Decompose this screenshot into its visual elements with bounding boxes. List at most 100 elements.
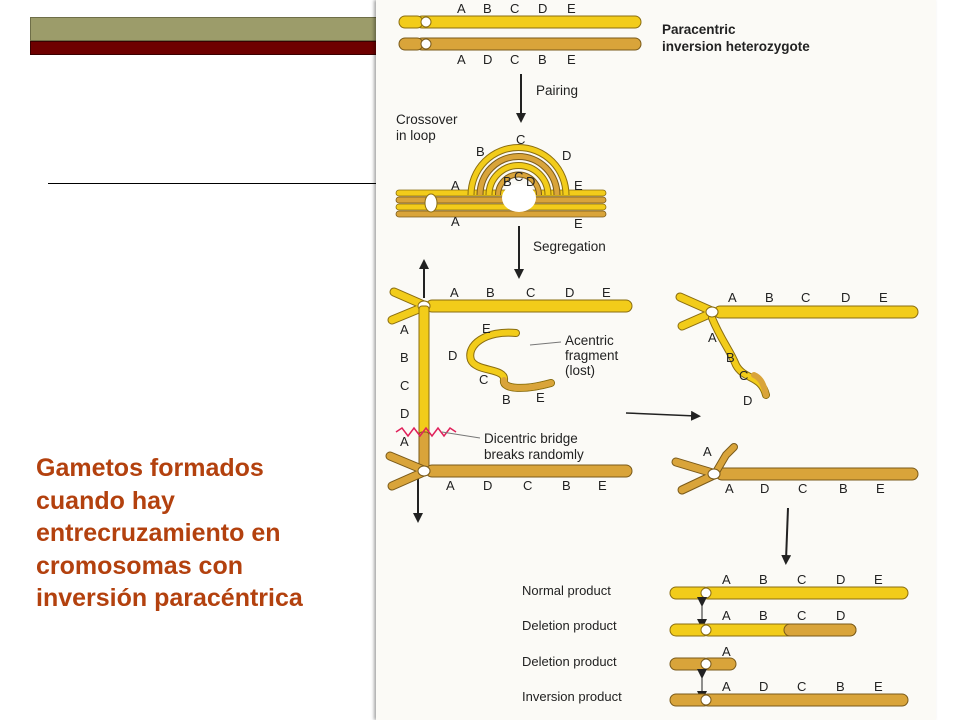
pairing-label: Pairing [536, 83, 578, 98]
bridge-gene-d: D [400, 406, 409, 421]
pairing-loop [395, 144, 607, 218]
seg-inv-gene-d: D [483, 478, 492, 493]
break-low-gene-a: A [725, 481, 734, 496]
inv-gene-b: B [538, 52, 547, 67]
crossover-label-1: Crossover [396, 112, 458, 127]
frag-gene-c: C [479, 372, 488, 387]
loop-inner-gene-c: C [514, 169, 523, 184]
product-normal-chromosome [669, 586, 909, 600]
loop-gene-b: B [476, 144, 485, 159]
acentric-label-3: (lost) [565, 363, 595, 378]
prod1-gene-d: D [836, 572, 845, 587]
heterozygote-chromosome-inverted [398, 37, 642, 51]
loop-lower-gene-a: A [451, 214, 460, 229]
top-gene-a: A [457, 1, 466, 16]
frag-gene-e: E [482, 321, 491, 336]
product-deletion-chromosome-1 [669, 623, 857, 637]
top-gene-d: D [538, 1, 547, 16]
break-up-gene-e: E [879, 290, 888, 305]
heterozygote-chromosome-normal [398, 15, 642, 29]
dicentric-bridge [395, 305, 457, 473]
loop-inner-gene-b: B [503, 174, 512, 189]
broken-lower-chromosome [671, 443, 919, 495]
acentric-leader [529, 341, 562, 346]
break-up-gene-a: A [728, 290, 737, 305]
top-gene-c: C [510, 1, 519, 16]
frag-gene-b: B [502, 392, 511, 407]
acentric-fragment [466, 328, 555, 392]
title-line-2: inversion heterozygote [662, 39, 810, 54]
seg-normal-gene-b: B [486, 285, 495, 300]
prod1-gene-b: B [759, 572, 768, 587]
seg-inv-gene-b: B [562, 478, 571, 493]
inv-gene-c: C [510, 52, 519, 67]
loop-gene-e: E [574, 178, 583, 193]
prod2-gene-b: B [759, 608, 768, 623]
to-breakage-arrow [625, 410, 701, 421]
seg-normal-gene-d: D [565, 285, 574, 300]
prod3-gene-a: A [722, 644, 731, 659]
prod4-gene-e: E [874, 679, 883, 694]
seg-inv-gene-c: C [523, 478, 532, 493]
prod1-gene-a: A [722, 572, 731, 587]
break-arm-gene-a: A [708, 330, 717, 345]
broken-upper-chromosome [675, 292, 919, 399]
prod1-gene-c: C [797, 572, 806, 587]
title-underline [48, 183, 376, 184]
prod2-gene-a: A [722, 608, 731, 623]
break-arm-gene-d: D [743, 393, 752, 408]
frag-gene-d: D [448, 348, 457, 363]
to-products-arrow [781, 507, 792, 565]
seg-inv-gene-e: E [598, 478, 607, 493]
title-bar-red [30, 41, 380, 55]
dicentric-label-2: breaks randomly [484, 447, 584, 462]
title-bar-olive [30, 17, 380, 41]
frag-gene-e-lower: E [536, 390, 545, 405]
prod2-gene-d: D [836, 608, 845, 623]
bridge-gene-a: A [400, 322, 409, 337]
break-arm-gene-b: B [726, 350, 735, 365]
prod2-gene-c: C [797, 608, 806, 623]
product-label-inversion: Inversion product [522, 689, 622, 704]
loop-gene-c: C [516, 132, 525, 147]
slide-caption: Gametos formados cuando hay entrecruzami… [36, 454, 303, 612]
bridge-gene-c: C [400, 378, 409, 393]
dicentric-leader [441, 431, 481, 439]
inv-gene-e: E [567, 52, 576, 67]
loop-lower-gene-e: E [574, 216, 583, 231]
break-up-gene-b: B [765, 290, 774, 305]
prod1-gene-e: E [874, 572, 883, 587]
product-label-normal: Normal product [522, 583, 611, 598]
bridge-gene-b: B [400, 350, 409, 365]
prod4-gene-b: B [836, 679, 845, 694]
loop-gene-d: D [562, 148, 571, 163]
loop-gene-a: A [451, 178, 460, 193]
seg-normal-gene-a: A [450, 285, 459, 300]
bridge-gene-a-lower: A [400, 434, 409, 449]
inversion-diagram: A B C D E A D C B E Paracentric inversio… [385, 1, 919, 707]
prod4-gene-d: D [759, 679, 768, 694]
title-line-1: Paracentric [662, 22, 736, 37]
product-inversion-chromosome [669, 693, 909, 707]
seg-normal-gene-e: E [602, 285, 611, 300]
break-low-gene-b: B [839, 481, 848, 496]
inv-gene-d: D [483, 52, 492, 67]
acentric-label-1: Acentric [565, 333, 614, 348]
seg-normal-gene-c: C [526, 285, 535, 300]
break-low-gene-a-top: A [703, 444, 712, 459]
inv-gene-a: A [457, 52, 466, 67]
crossover-label-2: in loop [396, 128, 436, 143]
product-deletion-chromosome-2 [669, 657, 737, 671]
seg-inv-gene-a: A [446, 478, 455, 493]
break-low-gene-e: E [876, 481, 885, 496]
break-arm-gene-c: C [739, 368, 748, 383]
prod4-gene-a: A [722, 679, 731, 694]
prod4-gene-c: C [797, 679, 806, 694]
top-gene-b: B [483, 1, 492, 16]
dicentric-label-1: Dicentric bridge [484, 431, 578, 446]
break-low-gene-c: C [798, 481, 807, 496]
segregation-label: Segregation [533, 239, 606, 254]
product-label-deletion-2: Deletion product [522, 654, 617, 669]
break-up-gene-d: D [841, 290, 850, 305]
product-label-deletion-1: Deletion product [522, 618, 617, 633]
